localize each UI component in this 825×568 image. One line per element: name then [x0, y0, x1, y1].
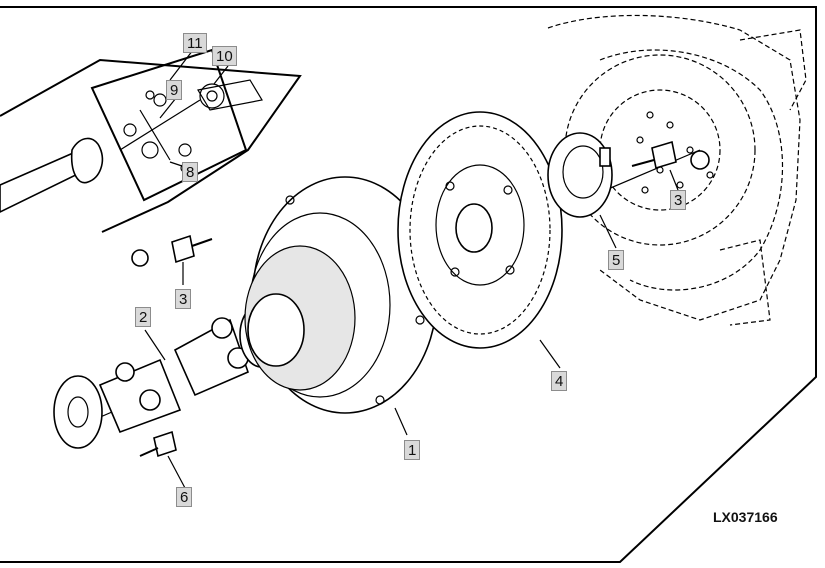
callout-11: 11 — [183, 33, 207, 53]
callout-3-right: 3 — [670, 190, 687, 210]
drive-shaft — [0, 137, 104, 213]
bolt-3-left — [131, 234, 213, 267]
callout-8: 8 — [182, 162, 199, 182]
bolt-3-right — [631, 140, 710, 170]
callout-9: 9 — [166, 80, 183, 100]
callout-leader-lines — [144, 49, 679, 489]
callout-10: 10 — [212, 46, 237, 66]
callout-1: 1 — [404, 440, 421, 460]
callout-5: 5 — [608, 250, 625, 270]
figure-id: LX037166 — [713, 509, 778, 525]
diagram-frame — [0, 6, 817, 563]
callout-6: 6 — [176, 487, 193, 507]
u-joint-detail-inset — [0, 48, 302, 233]
damper-drum — [244, 176, 438, 414]
adapter-hub — [547, 132, 613, 218]
callout-2: 2 — [135, 307, 152, 327]
callout-4: 4 — [551, 371, 568, 391]
flywheel-plate — [397, 111, 563, 349]
bolt-6 — [139, 430, 177, 458]
callout-3-left: 3 — [175, 289, 192, 309]
